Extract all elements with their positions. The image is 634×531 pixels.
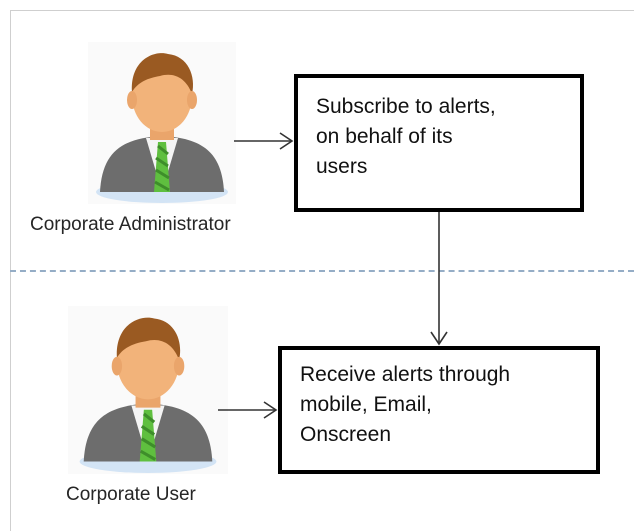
process-box-subscribe: Subscribe to alerts, on behalf of its us…: [294, 74, 584, 212]
box-line: mobile, Email,: [300, 393, 432, 416]
arrow-subscribe-to-receive: [430, 212, 448, 346]
actor-label-administrator: Corporate Administrator: [30, 214, 231, 235]
box-line: users: [316, 155, 368, 178]
box-line: Subscribe to alerts,: [316, 95, 496, 118]
corporate-administrator-avatar: [88, 42, 236, 204]
businessman-icon: [79, 317, 217, 473]
businessman-icon: [96, 53, 228, 203]
box-line: on behalf of its: [316, 125, 453, 148]
corporate-user-avatar: [68, 306, 228, 474]
arrow-user-to-receive: [218, 401, 278, 419]
section-divider: [10, 270, 634, 272]
box-line: Receive alerts through: [300, 363, 511, 386]
actor-label-user: Corporate User: [66, 484, 196, 505]
process-box-receive: Receive alerts through mobile, Email, On…: [278, 346, 600, 474]
arrow-admin-to-subscribe: [234, 132, 294, 150]
box-line: Onscreen: [300, 423, 392, 446]
